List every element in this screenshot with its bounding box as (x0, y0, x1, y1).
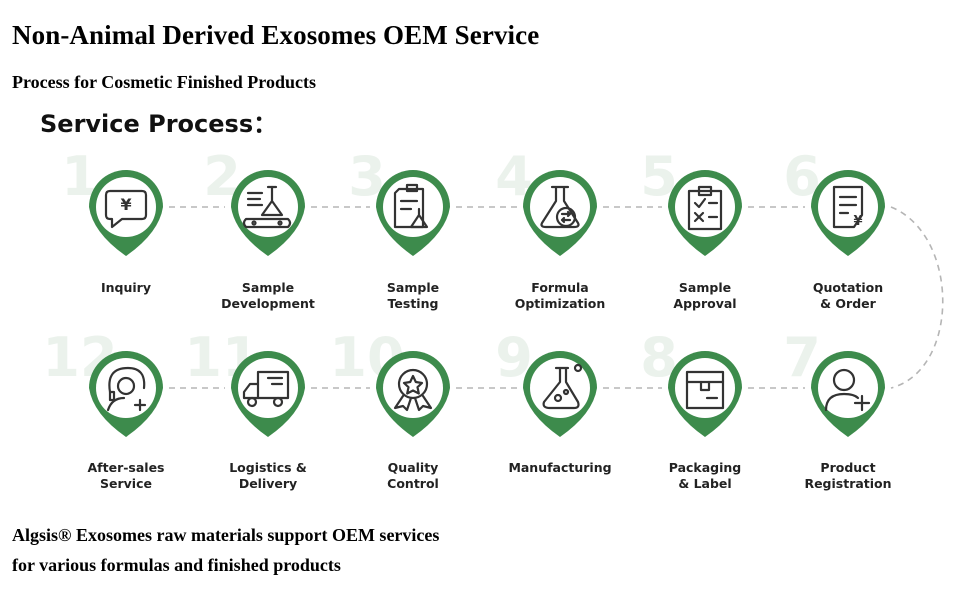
logistics-delivery-icon (242, 370, 290, 408)
step-6-marker: ¥ (811, 170, 885, 256)
inquiry-icon: ¥ (104, 189, 148, 229)
quotation-order-icon: ¥ (832, 185, 864, 229)
footer-line-1: Algsis® Exosomes raw materials support O… (12, 525, 440, 545)
step-3-marker (376, 170, 450, 256)
section-heading: Service Process： (40, 110, 278, 138)
step-8-marker (668, 351, 742, 437)
step-7-marker (811, 351, 885, 437)
step-2-marker (231, 170, 305, 256)
step-1-marker: ¥ (89, 170, 163, 256)
sample-approval-icon (687, 185, 723, 231)
connectors (169, 206, 944, 389)
sample-testing-icon (393, 183, 429, 229)
step-4-marker (523, 170, 597, 256)
svg-text:¥: ¥ (853, 214, 862, 229)
step-11-marker (231, 351, 305, 437)
step-11-label: Logistics &Delivery (229, 460, 307, 491)
after-sales-service-icon (106, 366, 147, 412)
marker-inner (383, 177, 443, 237)
step-6-label: Quotation& Order (813, 280, 883, 311)
marker-inner (383, 358, 443, 418)
formula-optimization-icon (540, 185, 580, 229)
step-9-label: Manufacturing (508, 460, 611, 475)
sample-development-icon (242, 185, 292, 229)
step-1-label: Inquiry (101, 280, 151, 295)
product-registration-icon (824, 368, 871, 412)
step-5-marker (668, 170, 742, 256)
footer-line-2: for various formulas and finished produc… (12, 555, 341, 575)
packaging-label-icon (685, 370, 725, 410)
marker-inner (530, 177, 590, 237)
step-12-marker (89, 351, 163, 437)
manufacturing-icon (542, 363, 583, 410)
step-10-marker (376, 351, 450, 437)
page-subtitle: Process for Cosmetic Finished Products (12, 72, 316, 92)
quality-control-icon (393, 368, 433, 412)
step-8-label: Packaging& Label (669, 460, 742, 491)
svg-text:¥: ¥ (120, 195, 131, 214)
connector-curve (890, 206, 944, 389)
page-title: Non-Animal Derived Exosomes OEM Service (12, 20, 540, 50)
step-9-marker (523, 351, 597, 437)
marker-inner (530, 358, 590, 418)
